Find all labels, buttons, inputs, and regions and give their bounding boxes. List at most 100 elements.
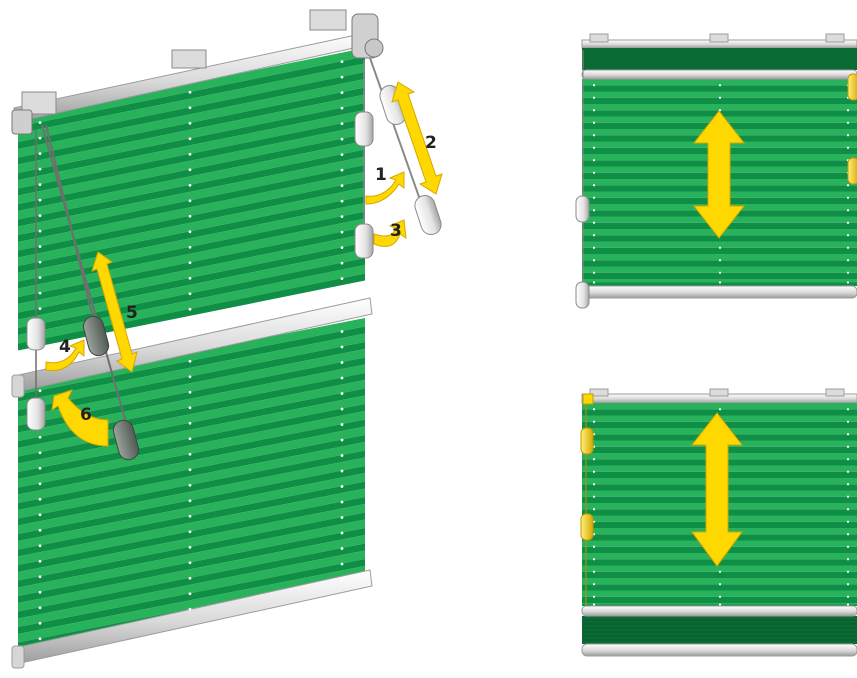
cord-hole <box>189 577 192 580</box>
cord-hole <box>189 292 192 295</box>
cord-hole <box>341 532 344 535</box>
cord-hole <box>189 484 192 487</box>
cord-hole <box>593 84 595 86</box>
cord-hole <box>593 197 595 199</box>
cord-hole <box>847 184 849 186</box>
cord-hole <box>39 214 42 217</box>
cord-hole <box>39 622 42 625</box>
cord-hole <box>847 458 849 460</box>
cord-hole <box>39 245 42 248</box>
front-blind-bottom <box>581 389 857 656</box>
cord-hole <box>847 508 849 510</box>
cord-hole <box>719 408 721 410</box>
cord-hole <box>341 215 344 218</box>
cord-hole <box>341 454 344 457</box>
cord-hole <box>847 446 849 448</box>
cord-hole <box>341 200 344 203</box>
cord-hole <box>593 234 595 236</box>
cord-hole <box>719 281 721 283</box>
cord-hole <box>593 508 595 510</box>
step-2-label: 2 <box>425 133 437 153</box>
step-3-label: 3 <box>390 221 402 241</box>
cord-hole <box>341 408 344 411</box>
cord-hole <box>847 272 849 274</box>
cord-hole <box>719 596 721 598</box>
cord-hole <box>39 230 42 233</box>
cord-handle-icon <box>848 74 857 100</box>
cord-hole <box>719 272 721 274</box>
cord-hole <box>593 571 595 573</box>
front-blind-top <box>576 34 857 308</box>
cord-hole <box>189 592 192 595</box>
step-1-label: 1 <box>375 165 387 185</box>
cord-hole <box>341 547 344 550</box>
cord-hole <box>39 560 42 563</box>
cord-hole <box>593 408 595 410</box>
cord-hole <box>593 184 595 186</box>
cord-hole <box>593 134 595 136</box>
cord-hole <box>341 277 344 280</box>
cord-hole <box>39 575 42 578</box>
cord-hole <box>341 246 344 249</box>
cord-hole <box>847 546 849 548</box>
cord-hole <box>341 184 344 187</box>
step-5-label: 5 <box>126 303 138 323</box>
cord-hole <box>847 134 849 136</box>
cord-hole <box>39 152 42 155</box>
cord-hole <box>189 422 192 425</box>
cord-hole <box>593 122 595 124</box>
cord-hole <box>39 137 42 140</box>
cord-hole <box>719 571 721 573</box>
cord-hole <box>847 247 849 249</box>
cord-hole <box>189 168 192 171</box>
cord-hole <box>39 389 42 392</box>
cord-hole <box>39 436 42 439</box>
cord-hole <box>189 246 192 249</box>
cord-hole <box>189 199 192 202</box>
cord-hole <box>593 483 595 485</box>
cord-hole <box>593 603 595 605</box>
cord-hole <box>341 169 344 172</box>
cord-hole <box>189 561 192 564</box>
cord-hole <box>593 583 595 585</box>
cord-hole <box>593 496 595 498</box>
cord-hole <box>341 122 344 125</box>
upper-fabric-panel <box>18 48 365 351</box>
cord-hole <box>719 247 721 249</box>
cord-hole <box>847 603 849 605</box>
cord-hole <box>189 391 192 394</box>
cord-hole <box>593 558 595 560</box>
cord-hole <box>341 485 344 488</box>
cord-hole <box>189 546 192 549</box>
cord-hole <box>341 76 344 79</box>
cord-hole <box>847 596 849 598</box>
cord-handle-icon <box>576 196 589 222</box>
cord-hole <box>847 533 849 535</box>
cord-hole <box>341 91 344 94</box>
cord-hole <box>189 406 192 409</box>
cord-hole <box>39 637 42 640</box>
cord-hole <box>189 215 192 218</box>
cord-hole <box>189 308 192 311</box>
cord-hole <box>593 222 595 224</box>
cord-hole <box>189 608 192 611</box>
cord-hole <box>39 292 42 295</box>
cord-hole <box>847 234 849 236</box>
cord-hole <box>847 583 849 585</box>
cord-hole <box>189 437 192 440</box>
bottom-fabric-strip <box>582 616 857 644</box>
cord-hole <box>847 496 849 498</box>
cord-hole <box>719 259 721 261</box>
cord-hole <box>593 172 595 174</box>
cord-hole <box>39 121 42 124</box>
cord-hole <box>341 153 344 156</box>
cord-hole <box>847 571 849 573</box>
cord-hole <box>593 147 595 149</box>
cord-handle-icon <box>581 514 593 540</box>
cord-hole <box>189 91 192 94</box>
cord-hole <box>719 603 721 605</box>
cord-hole <box>593 97 595 99</box>
cord-hole <box>341 60 344 63</box>
cord-hole <box>189 137 192 140</box>
